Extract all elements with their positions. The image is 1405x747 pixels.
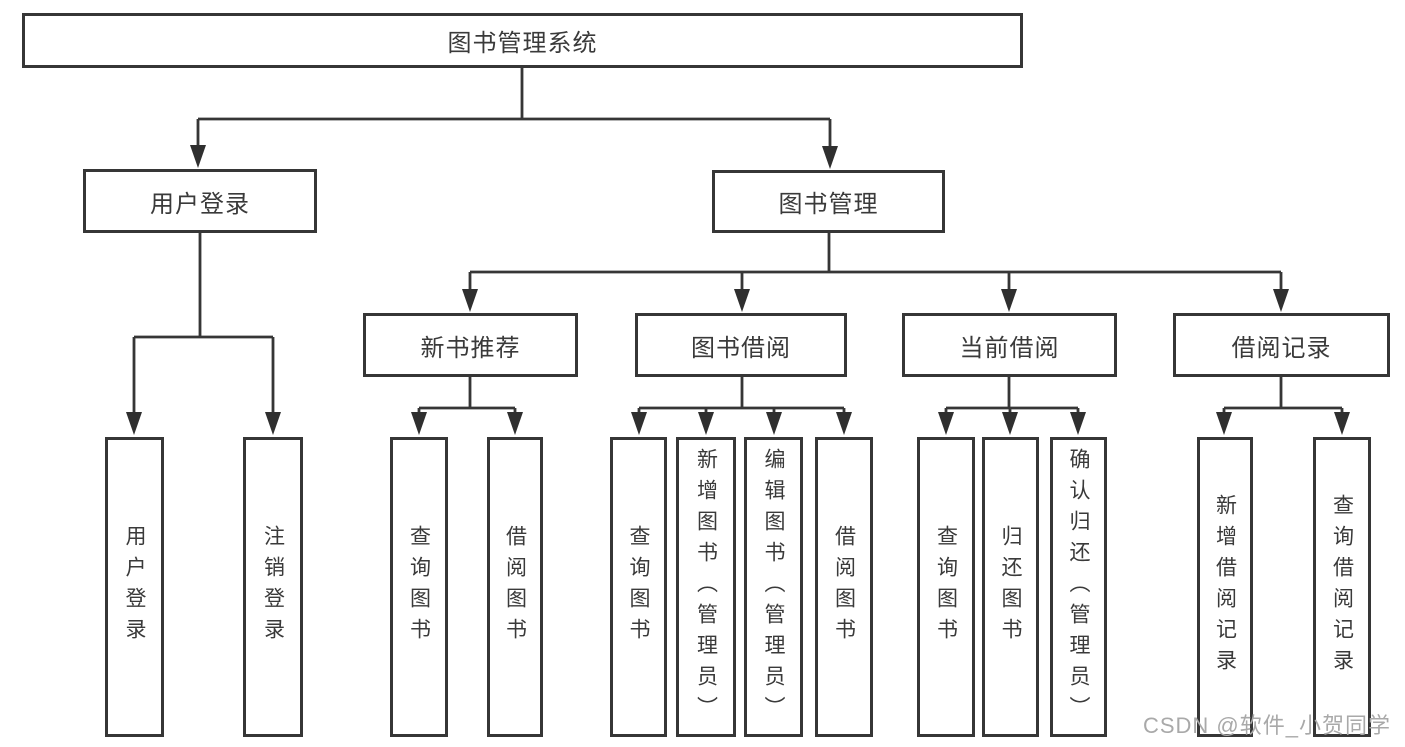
arrowhead-icon <box>1001 289 1017 312</box>
arrowhead-icon <box>698 412 714 435</box>
leaf-borrow-edit-book-admin: 编辑图书（管理员） <box>744 437 803 737</box>
leaf-borrow-query-book: 查询图书 <box>610 437 667 737</box>
arrowhead-icon <box>462 289 478 312</box>
connector-newbookrec-to-leaves <box>417 377 517 414</box>
leaf-current-query-book: 查询图书 <box>917 437 975 737</box>
arrowhead-icon <box>938 412 954 435</box>
node-borrow-record: 借阅记录 <box>1173 313 1390 377</box>
node-book-management: 图书管理 <box>712 170 945 233</box>
leaf-current-return-book: 归还图书 <box>982 437 1039 737</box>
arrowhead-icon <box>1070 412 1086 435</box>
arrowhead-icon <box>1002 412 1018 435</box>
arrowhead-icon <box>1216 412 1232 435</box>
leaf-record-query-borrow-record: 查询借阅记录 <box>1313 437 1371 737</box>
arrowhead-icon <box>507 412 523 435</box>
leaf-logout: 注销登录 <box>243 437 303 737</box>
node-user-login: 用户登录 <box>83 169 317 233</box>
leaf-borrow-borrow-book: 借阅图书 <box>815 437 873 737</box>
connector-root-to-level2 <box>196 68 832 149</box>
connector-bookmgmt-to-level3 <box>468 233 1283 291</box>
arrowhead-icon <box>1273 289 1289 312</box>
arrowhead-icon <box>265 412 281 435</box>
arrowhead-icon <box>1334 412 1350 435</box>
node-root: 图书管理系统 <box>22 13 1023 68</box>
arrowhead-icon <box>822 146 838 169</box>
leaf-current-confirm-return-admin: 确认归还（管理员） <box>1050 437 1107 737</box>
leaf-borrow-add-book-admin: 新增图书（管理员） <box>676 437 736 737</box>
arrowheads <box>126 145 1350 435</box>
leaf-newrec-borrow-book: 借阅图书 <box>487 437 543 737</box>
arrowhead-icon <box>126 412 142 435</box>
arrowhead-icon <box>766 412 782 435</box>
node-new-book-recommend: 新书推荐 <box>363 313 578 377</box>
arrowhead-icon <box>631 412 647 435</box>
watermark: CSDN @软件_小贺同学 <box>1142 713 1391 738</box>
arrowhead-icon <box>734 289 750 312</box>
node-current-borrow: 当前借阅 <box>902 313 1117 377</box>
connector-currentborrow-to-leaves <box>944 377 1080 414</box>
arrowhead-icon <box>190 145 206 168</box>
connector-borrowrecord-to-leaves <box>1222 377 1344 414</box>
leaf-record-add-borrow-record: 新增借阅记录 <box>1197 437 1253 737</box>
arrowhead-icon <box>411 412 427 435</box>
connector-userlogin-to-leaves <box>132 233 275 414</box>
connector-bookborrow-to-leaves <box>637 377 846 414</box>
connector-lines <box>132 68 1344 414</box>
node-book-borrow: 图书借阅 <box>635 313 847 377</box>
leaf-user-login: 用户登录 <box>105 437 164 737</box>
leaf-newrec-query-book: 查询图书 <box>390 437 448 737</box>
arrowhead-icon <box>836 412 852 435</box>
